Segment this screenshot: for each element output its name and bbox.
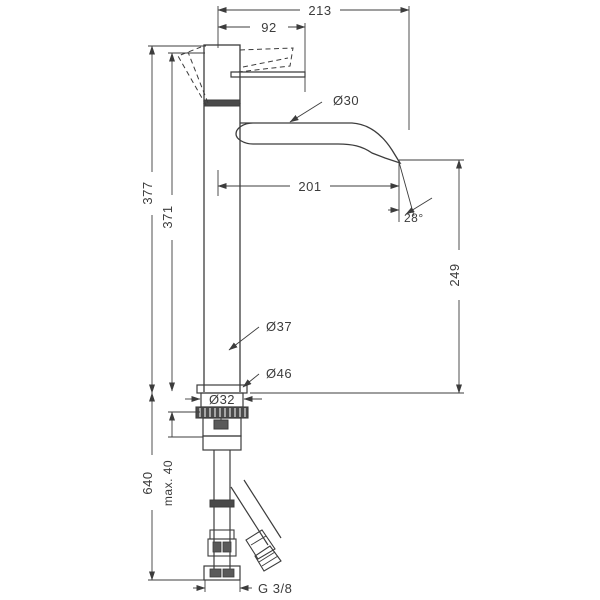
lever-arm xyxy=(230,71,306,78)
supply-hoses xyxy=(203,450,282,581)
dim-371-label: 371 xyxy=(160,205,175,228)
handle-block xyxy=(203,44,241,107)
dim-249-line xyxy=(250,159,464,394)
dim-max40-line xyxy=(168,411,203,438)
dim-213-label: 213 xyxy=(308,3,331,18)
dim-213-line xyxy=(217,6,410,130)
dim-d46-leader xyxy=(242,373,260,388)
dim-640-line xyxy=(148,392,206,581)
dim-377-line xyxy=(148,45,206,394)
faucet-body-outline xyxy=(177,44,402,581)
dim-28deg-line xyxy=(388,161,433,217)
spout xyxy=(235,122,402,165)
dim-92-label: 92 xyxy=(261,20,276,35)
dim-d32-label: Ø32 xyxy=(209,392,235,407)
dim-249-label: 249 xyxy=(447,263,462,286)
dim-g38-label: G 3/8 xyxy=(258,581,292,596)
dimension-labels: 213 92 Ø30 201 28° 377 371 249 Ø37 Ø46 Ø… xyxy=(140,3,462,596)
dim-377-label: 377 xyxy=(140,181,155,204)
dim-d37-leader xyxy=(228,326,260,351)
dim-d46-label: Ø46 xyxy=(266,366,292,381)
column-body xyxy=(203,103,241,392)
dim-d30-label: Ø30 xyxy=(333,93,359,108)
dim-201-label: 201 xyxy=(298,179,321,194)
dim-g38-line xyxy=(193,580,252,592)
lever-swivel-dashed xyxy=(177,46,294,106)
base-flange xyxy=(195,384,249,451)
dim-371-line xyxy=(168,52,205,392)
dim-28deg-label: 28° xyxy=(404,211,424,225)
dim-d30-leader xyxy=(289,101,323,123)
dim-92-line xyxy=(217,23,306,92)
dim-d37-label: Ø37 xyxy=(266,319,292,334)
dim-max40-label: max. 40 xyxy=(161,460,175,506)
dimension-lines xyxy=(148,6,464,592)
dim-640-label: 640 xyxy=(140,471,155,494)
